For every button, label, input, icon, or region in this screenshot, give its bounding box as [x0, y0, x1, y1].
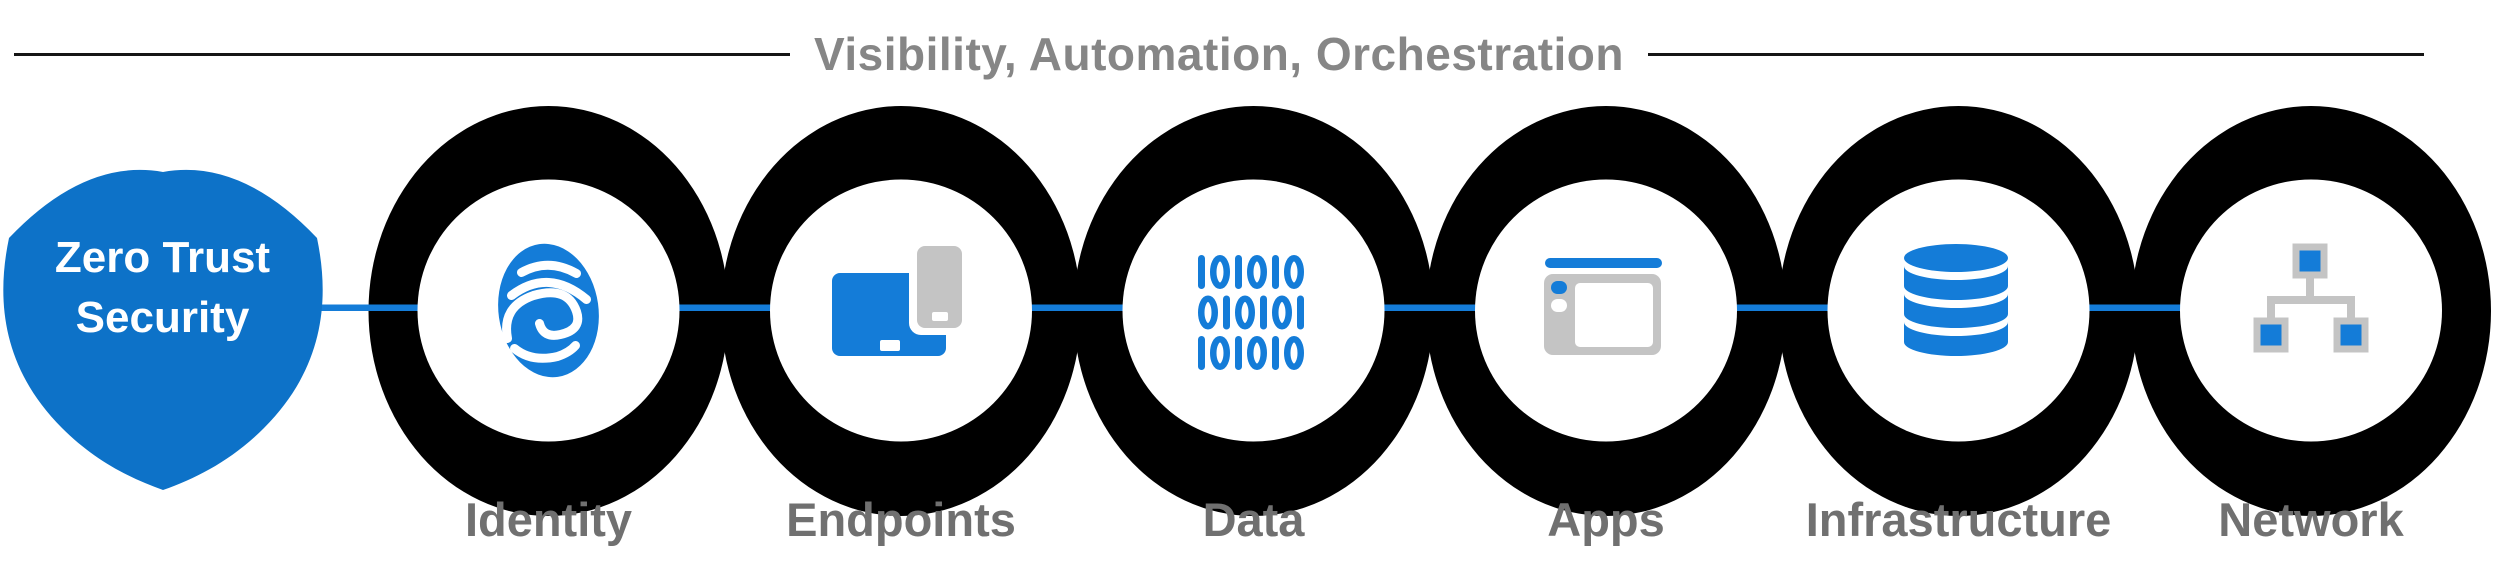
- header: Visibility, Automation, Orchestration: [14, 26, 2425, 82]
- binary-glyph: [1210, 336, 1230, 370]
- network-nodes-icon: [2253, 243, 2369, 353]
- header-rule-left: [14, 52, 791, 56]
- node-label-apps: Apps: [1547, 493, 1665, 546]
- fingerprint-icon: [498, 243, 599, 378]
- binary-glyph: [1272, 255, 1279, 289]
- binary-glyph: [1284, 255, 1304, 289]
- binary-glyph: [1235, 255, 1242, 289]
- binary-glyph: [1198, 255, 1205, 289]
- header-rule-right: [1648, 52, 2425, 56]
- node-label-infrastructure: Infrastructure: [1805, 493, 2112, 546]
- binary-glyph: [1284, 336, 1304, 370]
- shield-label-line1: Zero Trust: [54, 233, 271, 282]
- shield-label: Zero Trust Security: [30, 228, 295, 348]
- binary-glyph: [1223, 295, 1230, 330]
- binary-glyph: [1260, 295, 1267, 330]
- laptop-phone-icon: [832, 238, 970, 356]
- shield-icon: [3, 169, 323, 490]
- database-icon: [1904, 244, 2008, 356]
- node-label-endpoints: Endpoints: [786, 493, 1016, 546]
- shield-label-line2: Security: [75, 293, 250, 342]
- binary-glyph: [1272, 336, 1279, 370]
- app-window-icon: [1544, 258, 1662, 355]
- ring-inner: [2180, 179, 2442, 442]
- binary-glyph: [1235, 295, 1255, 330]
- node-label-network: Network: [2218, 493, 2404, 546]
- binary-glyph: [1247, 255, 1267, 289]
- binary-glyph: [1210, 255, 1230, 289]
- binary-glyph: [1198, 295, 1218, 330]
- binary-glyph: [1272, 295, 1292, 330]
- node-label-identity: Identity: [464, 493, 633, 546]
- binary-glyph: [1198, 336, 1205, 370]
- binary-glyph: [1247, 336, 1267, 370]
- binary-data-icon: [1198, 255, 1304, 370]
- binary-glyph: [1297, 295, 1304, 330]
- node-label-data: Data: [1202, 493, 1305, 546]
- binary-glyph: [1235, 336, 1242, 370]
- header-title: Visibility, Automation, Orchestration: [814, 28, 1624, 80]
